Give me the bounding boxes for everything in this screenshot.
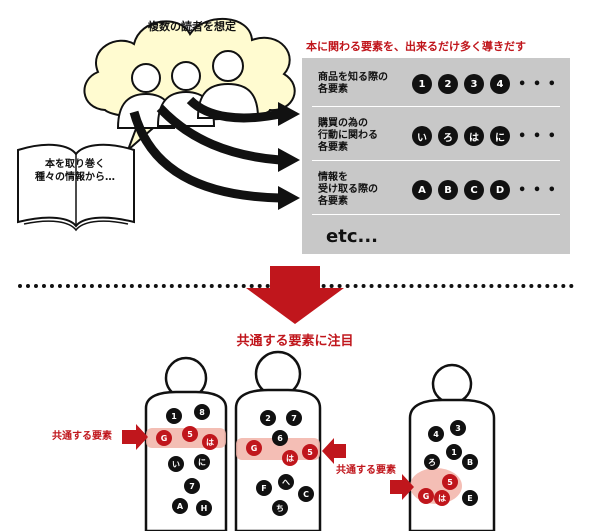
common-element-circle: G <box>418 488 434 504</box>
arrow-left-2 <box>322 438 346 464</box>
row-1-items: 1 2 3 4 • • • <box>412 74 557 94</box>
element-circle: 3 <box>450 420 466 436</box>
row-3-label-line3: 各要素 <box>318 196 348 207</box>
element-circle: へ <box>278 474 294 490</box>
element-circle: A <box>172 498 188 514</box>
item-bubble: B <box>438 180 458 200</box>
flow-arrows <box>129 96 281 203</box>
element-circle: F <box>256 480 272 496</box>
element-circle: 8 <box>194 404 210 420</box>
common-element-circle: 5 <box>302 444 318 460</box>
element-circle: 2 <box>260 410 276 426</box>
ellipsis: • • • <box>518 128 557 144</box>
figure-1-silhouette <box>144 356 228 531</box>
element-circle: ち <box>272 500 288 516</box>
element-circle: H <box>196 500 212 516</box>
arrow-right-1 <box>122 424 148 450</box>
common-elements-title: 共通する要素に注目 <box>236 334 354 349</box>
row-2-label-line3: 各要素 <box>318 142 348 153</box>
book-caption: 本を取り巻く 種々の情報から… <box>30 158 120 184</box>
row-1-label: 商品を知る際の 各要素 <box>318 72 388 96</box>
elements-panel <box>302 58 570 254</box>
row-2-items: い ろ は に • • • <box>412 126 557 146</box>
ellipsis: • • • <box>518 76 557 92</box>
common-element-circle: G <box>156 430 172 446</box>
element-circle: C <box>298 486 314 502</box>
element-circle: 7 <box>286 410 302 426</box>
common-element-circle: 5 <box>182 426 198 442</box>
element-circle: 1 <box>166 408 182 424</box>
arrow-to-row-1 <box>186 96 281 123</box>
book-caption-line1: 本を取り巻く <box>45 159 105 170</box>
down-arrow-icon <box>246 266 344 324</box>
element-circle: 7 <box>184 478 200 494</box>
element-circle: E <box>462 490 478 506</box>
item-bubble: は <box>464 126 484 146</box>
common-element-circle: は <box>434 490 450 506</box>
row-3-label-line2: 受け取る際の <box>318 184 378 195</box>
arrow-to-row-2 <box>156 104 281 165</box>
element-circle: 4 <box>428 426 444 442</box>
row-3-items: A B C D • • • <box>412 180 557 200</box>
item-bubble: 4 <box>490 74 510 94</box>
item-bubble: 1 <box>412 74 432 94</box>
common-element-circle: 5 <box>442 474 458 490</box>
row-2-label-line1: 購買の為の <box>318 118 368 129</box>
arrow-to-row-3 <box>129 110 281 203</box>
item-bubble: D <box>490 180 510 200</box>
book-icon <box>17 143 135 232</box>
item-bubble: 2 <box>438 74 458 94</box>
common-label-right: 共通する要素 <box>336 465 396 476</box>
cloud-title: 複数の読者を想定 <box>148 20 236 33</box>
row-3-label-line1: 情報を <box>318 172 348 183</box>
row-2-label-line2: 行動に関わる <box>318 130 378 141</box>
element-circle: い <box>168 456 184 472</box>
common-element-circle: G <box>246 440 262 456</box>
item-bubble: A <box>412 180 432 200</box>
etc-label: etc... <box>326 226 378 247</box>
row-1-label-line1: 商品を知る際の <box>318 72 388 83</box>
element-circle: 1 <box>446 444 462 460</box>
arrow-heads <box>278 102 300 210</box>
row-2-label: 購買の為の 行動に関わる 各要素 <box>318 118 378 154</box>
item-bubble: い <box>412 126 432 146</box>
book-caption-line2: 種々の情報から… <box>35 172 115 183</box>
panel-heading: 本に関わる要素を、出来るだけ多く導きだす <box>306 40 526 53</box>
common-element-circle: は <box>282 450 298 466</box>
item-bubble: C <box>464 180 484 200</box>
element-circle: に <box>194 454 210 470</box>
element-circle: ろ <box>424 454 440 470</box>
pointer-arrows <box>122 424 414 500</box>
common-label-left: 共通する要素 <box>52 431 112 442</box>
row-1-label-line2: 各要素 <box>318 84 348 95</box>
panel-row-1: 商品を知る際の 各要素 1 2 3 4 • • • <box>312 62 560 107</box>
ellipsis: • • • <box>518 182 557 198</box>
common-element-circle: は <box>202 434 218 450</box>
item-bubble: 3 <box>464 74 484 94</box>
panel-row-3: 情報を 受け取る際の 各要素 A B C D • • • <box>312 162 560 215</box>
arrow-right-3 <box>390 474 414 500</box>
item-bubble: ろ <box>438 126 458 146</box>
row-3-label: 情報を 受け取る際の 各要素 <box>318 172 378 208</box>
item-bubble: に <box>490 126 510 146</box>
element-circle: 6 <box>272 430 288 446</box>
panel-row-2: 購買の為の 行動に関わる 各要素 い ろ は に • • • <box>312 108 560 161</box>
element-circle: B <box>462 454 478 470</box>
